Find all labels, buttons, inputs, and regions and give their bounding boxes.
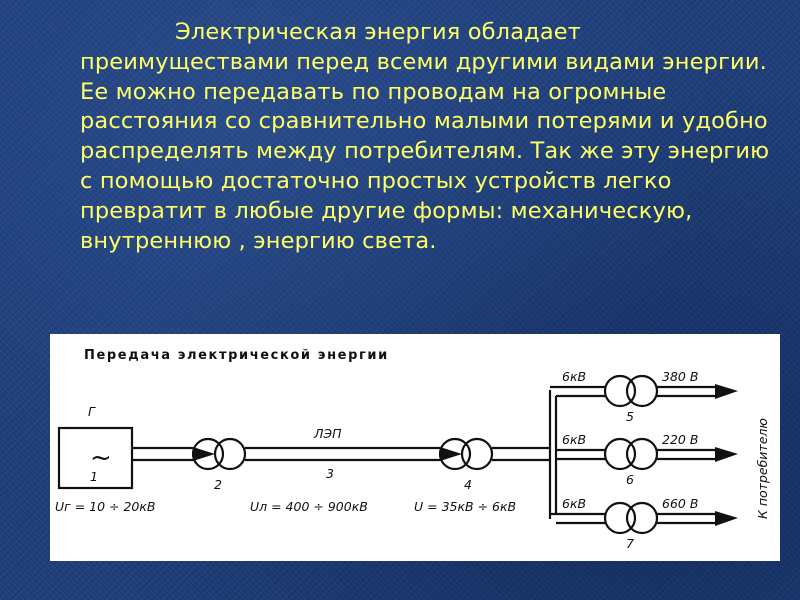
line-name: ЛЭП [313, 426, 342, 441]
arrow-branch-7 [715, 511, 738, 526]
transformer-7-secondary [625, 501, 659, 535]
transformer-6-primary [603, 437, 637, 471]
transformer-4-secondary [460, 437, 494, 471]
diagram-title: Передача электрической энергии [84, 348, 389, 363]
branch-5-input: 6кВ [562, 369, 586, 384]
branch-6-number: 6 [626, 472, 634, 487]
slide-paragraph: Электрическая энергия обладает преимущес… [80, 19, 770, 254]
transformer-7-primary [603, 501, 637, 535]
transformer-4-number: 4 [464, 477, 472, 492]
generator-letter: Г [88, 404, 96, 419]
consumer-label: К потребителю [755, 418, 770, 519]
generator-box [57, 426, 134, 490]
arrow-to-transformer-4 [440, 447, 462, 461]
arrow-branch-6 [715, 447, 738, 462]
branch-5-output: 380 В [662, 369, 698, 384]
branch-6-output: 220 В [662, 432, 698, 447]
transformer-2-secondary [213, 437, 247, 471]
transformer-6-secondary [625, 437, 659, 471]
transformer-5-secondary [625, 374, 659, 408]
branch-6-input: 6кВ [562, 432, 586, 447]
voltage-line: Uл = 400 ÷ 900кВ [250, 499, 368, 514]
transformer-2-number: 2 [214, 477, 222, 492]
voltage-generator: Uг = 10 ÷ 20кВ [55, 499, 156, 514]
branch-7-input: 6кВ [562, 496, 586, 511]
line-number: 3 [326, 466, 334, 481]
diagram-svg: Передача электрической энергии Г ~ 1 2 Л… [55, 348, 770, 551]
branch-7-output: 660 В [662, 496, 698, 511]
power-transmission-diagram: Передача электрической энергии Г ~ 1 2 Л… [50, 334, 780, 561]
branch-5-number: 5 [626, 409, 634, 424]
arrow-to-transformer-2 [193, 447, 215, 461]
branch-7-number: 7 [626, 536, 634, 551]
voltage-distribution: U = 35кВ ÷ 6кВ [414, 499, 516, 514]
arrow-branch-5 [715, 384, 738, 399]
transformer-5-primary [603, 374, 637, 408]
generator-number: 1 [90, 469, 98, 484]
generator-symbol: ~ [90, 443, 112, 473]
